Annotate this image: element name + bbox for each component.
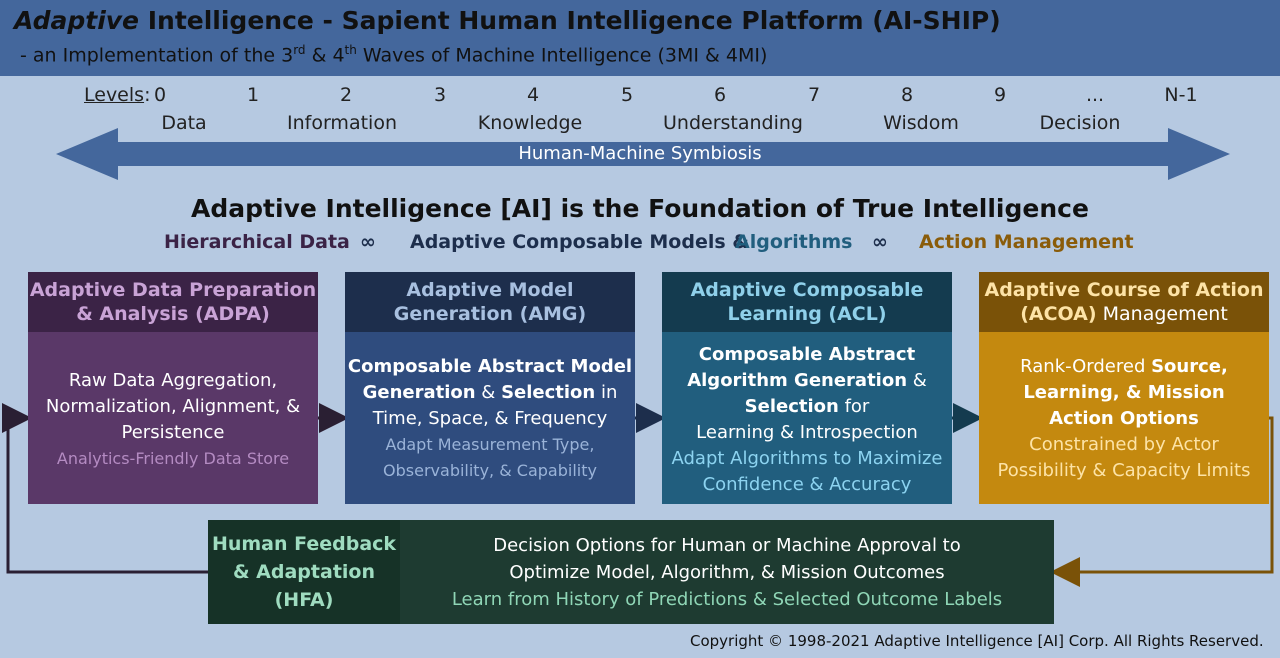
acoa-line: Action Options — [1049, 408, 1199, 429]
stage-information: Information — [287, 112, 397, 134]
foundation-heading: Adaptive Intelligence [AI] is the Founda… — [191, 194, 1089, 223]
hfa-line: Decision Options for Human or Machine Ap… — [493, 535, 961, 556]
stage-understanding: Understanding — [663, 112, 803, 134]
adpa-title-1: Adaptive Data Preparation — [29, 279, 317, 301]
pillar-hierarchical-data: Hierarchical Data — [164, 231, 350, 253]
hfa-title-1: Human Feedback — [211, 533, 397, 555]
acoa-body: Rank-Ordered Source, Learning, & Mission… — [979, 332, 1269, 504]
adpa-line: Normalization, Alignment, & — [45, 396, 301, 417]
level-5: 5 — [620, 84, 634, 106]
level-4: 4 — [526, 84, 540, 106]
pillar-action-management: Action Management — [919, 231, 1134, 253]
acl-title-1: Adaptive Composable — [690, 279, 924, 301]
hfa-title-2: & Adaptation — [233, 561, 375, 583]
acoa-title-3: Management — [1096, 303, 1228, 325]
amg-line: & — [475, 382, 502, 403]
adpa-line: Persistence — [121, 422, 225, 443]
arrow-label: Human-Machine Symbiosis — [518, 143, 762, 164]
acoa-title-1: Adaptive Course of Action — [984, 279, 1264, 301]
amg-line: Selection — [501, 382, 596, 403]
hfa-title-3: (HFA) — [274, 589, 334, 611]
infinity-icon: ∞ — [360, 231, 376, 253]
copyright-notice: Copyright © 1998-2021 Adaptive Intellige… — [690, 632, 1264, 650]
adpa-body: Raw Data Aggregation, Normalization, Ali… — [28, 332, 318, 504]
acoa-title-2: (ACOA) — [1020, 303, 1097, 325]
level-9: 9 — [993, 84, 1007, 106]
amg-line: Generation — [362, 382, 476, 403]
adpa-title-2: & Analysis (ADPA) — [76, 303, 270, 325]
double-arrow-icon — [56, 128, 1230, 180]
level-8: 8 — [900, 84, 914, 106]
adpa-box: Adaptive Data Preparation& Analysis (ADP… — [28, 272, 318, 504]
subtitle-part: - an Implementation of the 3 — [20, 44, 294, 67]
pillar-models: Adaptive Composable Models & — [410, 231, 749, 253]
pillar-algorithms: Algorithms — [735, 231, 853, 253]
level-6: 6 — [713, 84, 727, 106]
acoa-line: Rank-Ordered — [1020, 356, 1152, 377]
acl-line: & — [907, 370, 927, 391]
acl-line: Learning & Introspection — [696, 422, 918, 443]
amg-title-2: Generation (AMG) — [393, 303, 587, 325]
amg-line: in — [595, 382, 618, 403]
acoa-line: Learning, & Mission — [1023, 382, 1225, 403]
acl-line: Composable Abstract — [698, 344, 916, 365]
page-subtitle: - an Implementation of the 3rd & 4th Wav… — [20, 43, 767, 66]
acl-body: Composable Abstract Algorithm Generation… — [662, 332, 952, 504]
level-3: 3 — [433, 84, 447, 106]
amg-line: Time, Space, & Frequency — [372, 408, 608, 429]
levels-label: Levels: — [84, 84, 150, 106]
acl-sub: Adapt Algorithms to Maximize — [671, 448, 943, 469]
level-0: 0 — [153, 84, 167, 106]
acl-sub: Confidence & Accuracy — [702, 474, 912, 495]
hfa-body: Decision Options for Human or Machine Ap… — [400, 532, 1054, 613]
amg-line: Composable Abstract Model — [347, 356, 633, 377]
level-n-1: N-1 — [1164, 84, 1198, 106]
levels-colon: : — [144, 84, 151, 106]
acoa-sub: Possibility & Capacity Limits — [997, 460, 1251, 481]
acl-line: for — [838, 396, 870, 417]
subtitle-sup: rd — [293, 43, 306, 57]
amg-sub: Adapt Measurement Type, — [385, 435, 595, 454]
subtitle-part: & 4 — [305, 44, 345, 67]
level-1: 1 — [246, 84, 260, 106]
stage-wisdom: Wisdom — [883, 112, 959, 134]
subtitle-part: Waves of Machine Intelligence (3MI & 4MI… — [356, 44, 768, 67]
stage-decision: Decision — [1039, 112, 1121, 134]
adpa-header: Adaptive Data Preparation& Analysis (ADP… — [28, 272, 318, 332]
infinity-icon: ∞ — [872, 231, 888, 253]
acoa-box: Adaptive Course of Action(ACOA) Manageme… — [979, 272, 1269, 504]
acoa-line: Source, — [1151, 356, 1228, 377]
acoa-header: Adaptive Course of Action(ACOA) Manageme… — [979, 272, 1269, 332]
hfa-header: Human Feedback & Adaptation (HFA) — [208, 520, 400, 624]
hfa-line: Optimize Model, Algorithm, & Mission Out… — [509, 562, 945, 583]
level-7: 7 — [807, 84, 821, 106]
levels-word: Levels — [84, 84, 145, 106]
acl-line: Selection — [744, 396, 839, 417]
subtitle-sup: th — [344, 43, 357, 57]
acl-line: Algorithm Generation — [687, 370, 908, 391]
stage-knowledge: Knowledge — [477, 112, 583, 134]
stage-data: Data — [161, 112, 207, 134]
amg-title-1: Adaptive Model — [406, 279, 574, 301]
title-italic: Adaptive — [14, 6, 140, 35]
title-rest: Intelligence - Sapient Human Intelligenc… — [139, 6, 1001, 35]
amg-body: Composable Abstract Model Generation & S… — [345, 332, 635, 504]
level-ellipsis: ... — [1085, 84, 1105, 106]
adpa-sub: Analytics-Friendly Data Store — [56, 449, 290, 468]
page-title: Adaptive Intelligence - Sapient Human In… — [14, 6, 1001, 35]
header-banner — [0, 0, 1280, 76]
acl-title-2: Learning (ACL) — [727, 303, 887, 325]
acoa-sub: Constrained by Actor — [1029, 434, 1219, 455]
hfa-sub: Learn from History of Predictions & Sele… — [451, 589, 1003, 610]
amg-sub: Observability, & Capability — [383, 461, 597, 480]
adpa-line: Raw Data Aggregation, — [68, 370, 278, 391]
level-2: 2 — [339, 84, 353, 106]
